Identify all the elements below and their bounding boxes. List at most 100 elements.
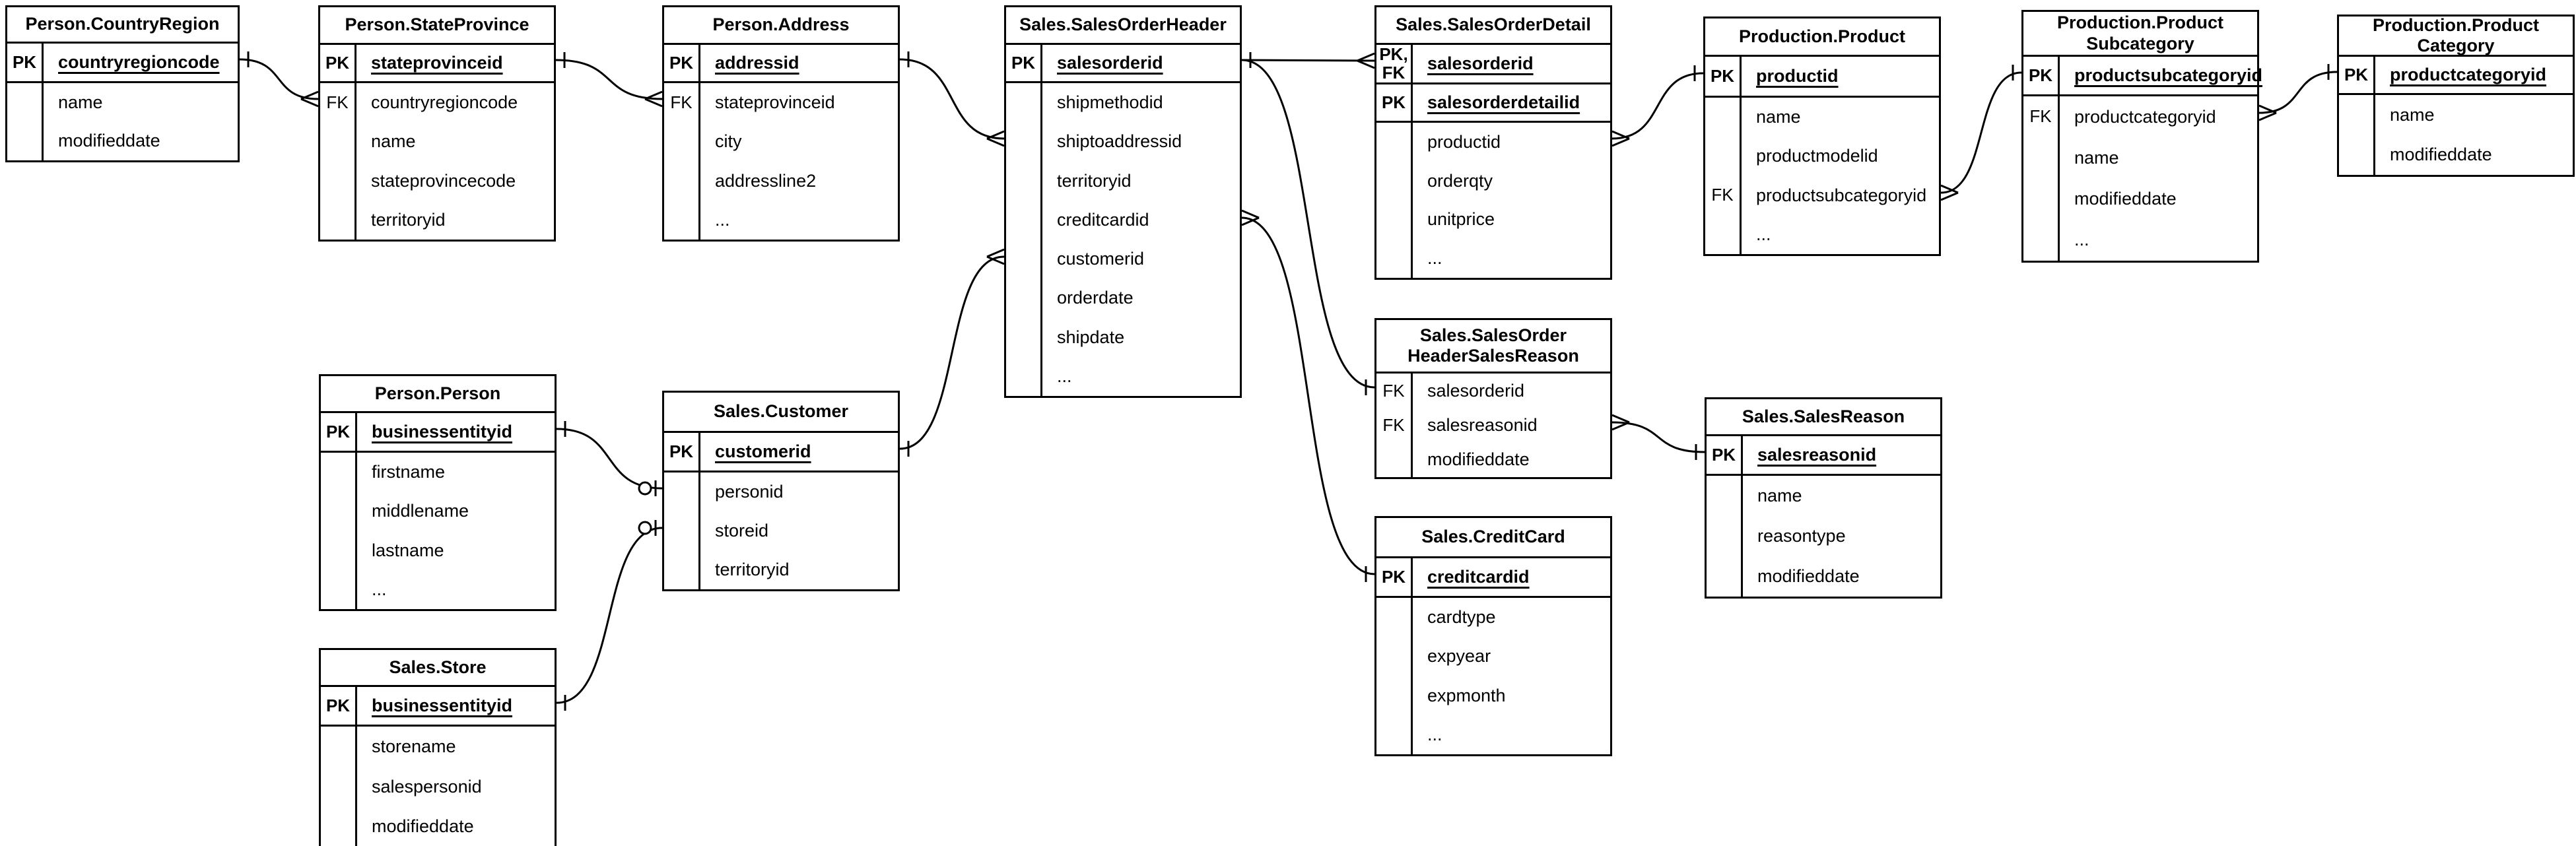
attribute-row-storename[interactable]: storename — [321, 727, 555, 767]
attribute-row-ellipsis[interactable]: ... — [1705, 214, 1939, 254]
attribute-row-name[interactable]: name — [1705, 98, 1939, 137]
attribute-row-ellipsis[interactable]: ... — [1376, 239, 1610, 278]
attribute-name: countryregioncode — [371, 92, 518, 113]
attribute-row-name[interactable]: name — [7, 83, 238, 122]
attribute-row-salespersonid[interactable]: salespersonid — [321, 766, 555, 807]
attribute-row-orderdate[interactable]: orderdate — [1006, 278, 1240, 318]
attribute-row-shipmethodid[interactable]: shipmethodid — [1006, 83, 1240, 123]
relationship-edge-product-to-productsubcategory[interactable] — [1940, 71, 2022, 194]
attribute-row-modifieddate[interactable]: modifieddate — [321, 806, 555, 846]
attribute-row-personid[interactable]: personid — [664, 472, 898, 511]
key-label — [1376, 200, 1413, 240]
attribute-row-orderqty[interactable]: orderqty — [1376, 161, 1610, 201]
relationship-edge-salesorderdetail-to-product[interactable] — [1611, 72, 1704, 140]
attribute-row-productid[interactable]: productid — [1376, 123, 1610, 162]
attribute-row-unitprice[interactable]: unitprice — [1376, 200, 1610, 240]
attribute-row-modifieddate[interactable]: modifieddate — [1707, 556, 1940, 597]
relationship-edge-headersalesreason-to-salesreason[interactable] — [1611, 421, 1705, 453]
attribute-row-customerid[interactable]: customerid — [1006, 240, 1240, 279]
attribute-row-name[interactable]: name — [2339, 95, 2573, 135]
relationship-edge-person-to-customer[interactable] — [556, 428, 663, 490]
attribute-row-addressline2[interactable]: addressline2 — [664, 161, 898, 201]
attribute-row-modifieddate[interactable]: modifieddate — [2023, 178, 2257, 220]
key-label — [321, 569, 357, 609]
attribute-row-name[interactable]: name — [2023, 137, 2257, 179]
attribute-row-ellipsis[interactable]: ... — [2023, 219, 2257, 261]
attribute-row-name[interactable]: name — [320, 122, 554, 162]
attribute-row-shiptoaddressid[interactable]: shiptoaddressid — [1006, 122, 1240, 162]
attribute-row-expyear[interactable]: expyear — [1376, 637, 1610, 676]
attribute-row-modifieddate[interactable]: modifieddate — [7, 121, 238, 160]
attribute-row-productmodelid[interactable]: productmodelid — [1705, 137, 1939, 176]
attribute-row-territoryid[interactable]: territoryid — [664, 550, 898, 589]
attribute-row-modifieddate[interactable]: modifieddate — [2339, 135, 2573, 175]
relationship-edge-salesorderheader-to-headersalesreason[interactable] — [1241, 59, 1375, 389]
attribute-row-lastname[interactable]: lastname — [321, 531, 555, 570]
attribute-row-storeid[interactable]: storeid — [664, 511, 898, 550]
attribute-row-ellipsis[interactable]: ... — [1006, 356, 1240, 396]
attribute-row-modifieddate[interactable]: modifieddate — [1376, 442, 1610, 477]
attribute-row-territoryid[interactable]: territoryid — [320, 200, 554, 240]
attribute-row-ellipsis[interactable]: ... — [664, 200, 898, 240]
attribute-name: stateprovinceid — [715, 92, 835, 113]
attribute-row-expmonth[interactable]: expmonth — [1376, 676, 1610, 715]
attribute-row-city[interactable]: city — [664, 122, 898, 162]
attribute-row-stateprovincecode[interactable]: stateprovincecode — [320, 161, 554, 201]
relationship-edge-store-to-customer[interactable] — [556, 527, 663, 704]
attribute-name: territoryid — [715, 560, 790, 579]
attribute-row-reasontype[interactable]: reasontype — [1707, 516, 1940, 556]
attribute-row-cardtype[interactable]: cardtype — [1376, 598, 1610, 637]
relationship-edge-countryregion-to-stateprovince[interactable] — [239, 58, 319, 100]
relationship-edge-salesorderheader-to-salesorderdetail[interactable] — [1241, 59, 1375, 62]
relationship-edge-productsubcategory-to-productcategory[interactable] — [2258, 71, 2338, 114]
attribute-row-ellipsis[interactable]: ... — [321, 569, 555, 609]
attribute-row-creditcardid[interactable]: creditcardid — [1006, 200, 1240, 240]
relationship-edge-address-to-salesorderheader[interactable] — [899, 58, 1005, 140]
attribute-name: salesorderid — [1057, 53, 1163, 73]
attribute-row-shipdate[interactable]: shipdate — [1006, 317, 1240, 357]
attribute-row-name[interactable]: name — [1707, 476, 1940, 516]
attribute-row-ellipsis[interactable]: ... — [1376, 715, 1610, 754]
relationship-edge-stateprovince-to-address[interactable] — [555, 59, 663, 100]
attribute-row-firstname[interactable]: firstname — [321, 453, 555, 492]
attribute-row-middlename[interactable]: middlename — [321, 492, 555, 531]
relationship-edge-customer-to-salesorderheader[interactable] — [899, 255, 1005, 450]
attribute-row-territoryid[interactable]: territoryid — [1006, 161, 1240, 201]
key-label — [1707, 476, 1743, 516]
relationship-edge-salesorderheader-to-creditcard[interactable] — [1241, 216, 1375, 575]
